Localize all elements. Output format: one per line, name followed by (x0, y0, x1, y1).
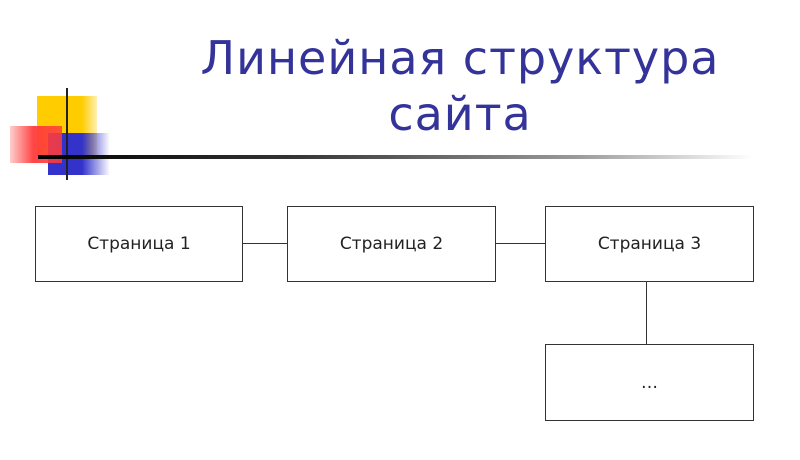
title-rule-line (38, 155, 753, 159)
slide-title: Линейная структура сайта (200, 31, 720, 141)
node-label: Страница 1 (87, 234, 191, 254)
deco-vertical-line (66, 88, 68, 180)
node-more: … (545, 344, 754, 421)
node-page-2: Страница 2 (287, 206, 496, 282)
node-label: … (641, 372, 658, 393)
node-label: Страница 3 (597, 234, 702, 254)
connector-page1-page2 (242, 243, 288, 244)
connector-page2-page3 (495, 243, 545, 244)
node-label: Страница 2 (339, 234, 444, 254)
node-page-3: Страница 3 (545, 206, 754, 282)
decorative-corner-graphic (10, 88, 753, 180)
connector-page3-more (646, 281, 647, 344)
node-page-1: Страница 1 (35, 206, 243, 282)
